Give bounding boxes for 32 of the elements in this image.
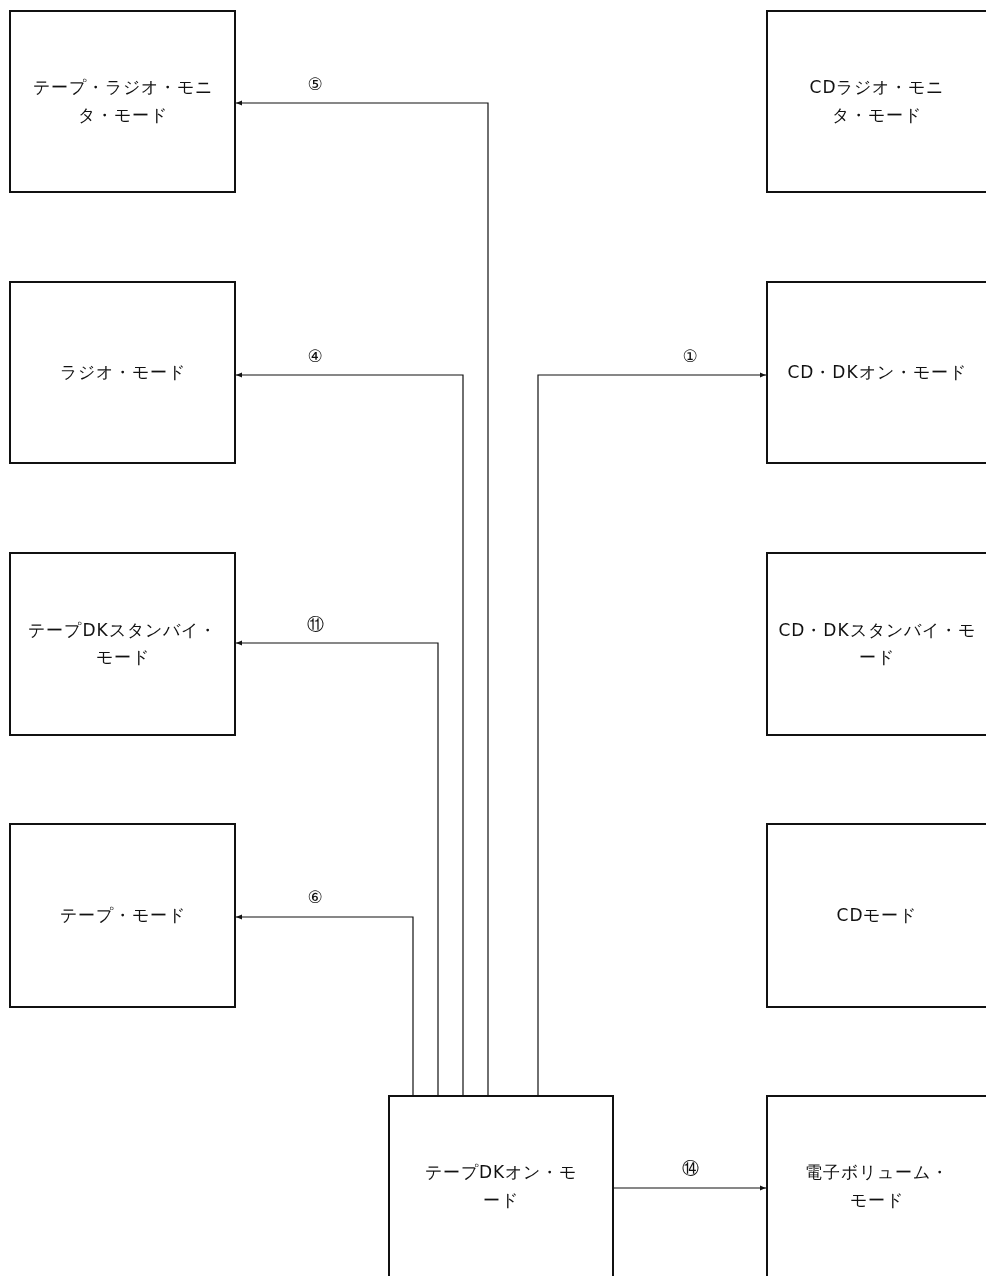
mode-box	[766, 281, 986, 464]
mode-label: CD・DKスタンバイ・モード	[777, 618, 977, 669]
arrow	[235, 372, 464, 1096]
mode-label: CDラジオ・モニタ・モード	[808, 76, 946, 127]
mode-label: テープDKスタンバイ・モード	[27, 618, 218, 669]
mode-label: テープ・モード	[59, 903, 186, 927]
arrow	[613, 1185, 767, 1191]
mode-label: ラジオ・モード	[59, 360, 186, 384]
mode-box	[766, 1095, 986, 1276]
edge-label: ⑭	[681, 1160, 699, 1177]
mode-box	[766, 552, 986, 736]
mode-box	[9, 823, 236, 1008]
mode-label: 電子ボリューム・モード	[804, 1161, 950, 1212]
arrow	[235, 914, 414, 1096]
mode-box	[9, 10, 236, 193]
arrow	[537, 372, 767, 1096]
mode-box	[766, 823, 986, 1008]
mode-box	[9, 552, 236, 736]
arrow	[235, 640, 439, 1096]
mode-label: テープDKオン・モード	[423, 1161, 579, 1212]
mode-label: テープ・ラジオ・モニタ・モード	[32, 76, 213, 127]
arrow	[235, 100, 489, 1096]
edge-label: ④	[307, 348, 323, 365]
mode-label: CDモード	[836, 903, 918, 927]
mode-label: CD・DKオン・モード	[787, 360, 967, 384]
mode-box	[766, 10, 986, 193]
mode-box	[9, 281, 236, 464]
mode-box	[388, 1095, 614, 1276]
edge-label: ⑤	[307, 76, 323, 93]
edge-label: ⑥	[307, 889, 323, 906]
edge-label: ⑪	[306, 616, 324, 633]
edge-label: ①	[682, 348, 698, 365]
